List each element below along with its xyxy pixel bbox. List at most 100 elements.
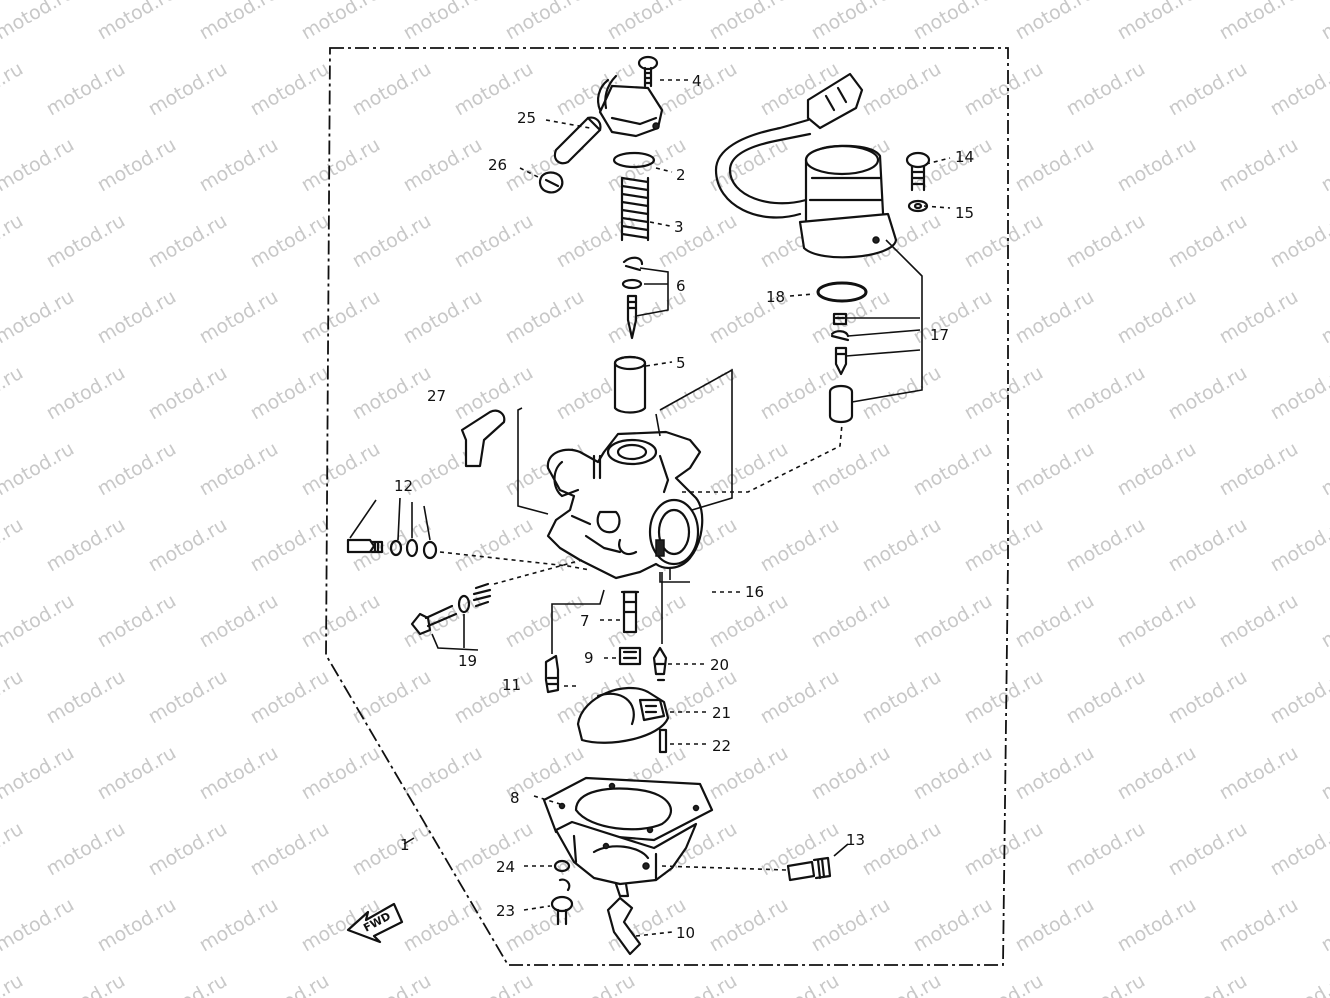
callout-2: 2 [676,166,686,184]
watermark-text: motod.ru [1165,362,1251,425]
watermark-text: motod.ru [1216,590,1302,653]
watermark-text: motod.ru [1063,210,1149,273]
watermark-text: motod.ru [1063,818,1149,881]
float-valve-20 [652,646,668,682]
callout-8: 8 [510,789,520,807]
watermark-text: motod.ru [43,818,129,881]
callout-20: 20 [710,656,729,674]
watermark-text: motod.ru [808,894,894,957]
watermark-text: motod.ru [1216,134,1302,197]
callout-24: 24 [496,858,515,876]
callout-12: 12 [394,477,413,495]
watermark-text: motod.ru [1267,970,1330,998]
watermark-text: motod.ru [247,58,333,121]
watermark-text: motod.ru [1114,894,1200,957]
watermark-text: motod.ru [655,362,741,425]
watermark-text: motod.ru [1267,818,1330,881]
watermark-text: motod.ru [1114,742,1200,805]
callout-21: 21 [712,704,731,722]
watermark-text: motod.ru [196,0,282,44]
watermark-text: motod.ru [196,438,282,501]
callout-5: 5 [676,354,686,372]
watermark-text: motod.ru [1012,742,1098,805]
watermark-text: motod.ru [145,514,231,577]
watermark-text: motod.ru [0,742,78,805]
watermark-text: motod.ru [1216,286,1302,349]
drain-screw-13 [786,856,832,882]
callout-1: 1 [400,836,410,854]
watermark-text: motod.ru [604,286,690,349]
watermark-text: motod.ru [0,286,78,349]
float-pin-22 [658,728,668,754]
watermark-text: motod.ru [808,0,894,44]
watermark-text: motod.ru [910,590,996,653]
float-chamber [554,820,698,898]
watermark-text: motod.ru [298,742,384,805]
watermark-text: motod.ru [247,210,333,273]
watermark-text: motod.ru [1114,286,1200,349]
watermark-text: motod.ru [247,818,333,881]
watermark-text: motod.ru [298,590,384,653]
small-cap-26 [538,171,564,194]
callout-23: 23 [496,902,515,920]
watermark-text: motod.ru [94,894,180,957]
watermark-text: motod.ru [451,514,537,577]
watermark-text: motod.ru [349,210,435,273]
watermark-text: motod.ru [145,818,231,881]
leader-lines [349,79,951,937]
callout-3: 3 [674,218,684,236]
watermark-text: motod.ru [1063,666,1149,729]
watermark-text: motod.ru [859,58,945,121]
watermark-text: motod.ru [349,666,435,729]
watermark-text: motod.ru [1318,0,1330,44]
callout-22: 22 [712,737,731,755]
watermark-text: motod.ru [910,742,996,805]
watermark-text: motod.ru [961,362,1047,425]
watermark-text: motod.ru [1216,894,1302,957]
watermark-text: motod.ru [196,590,282,653]
watermark-text: motod.ru [1216,438,1302,501]
watermark-text: motod.ru [0,58,27,121]
watermark-text: motod.ru [859,514,945,577]
throttle-spring [620,176,650,242]
watermark-text: motod.ru [502,286,588,349]
callout-18: 18 [766,288,785,306]
watermark-text: motod.ru [247,362,333,425]
watermark-text: motod.ru [145,970,231,998]
pilot-jet-11 [544,654,560,694]
washer-24 [553,859,571,873]
watermark-text: motod.ru [0,362,27,425]
watermark-text: motod.ru [298,134,384,197]
watermark-text: motod.ru [1318,742,1330,805]
watermark-text: motod.ru [145,58,231,121]
watermark-text: motod.ru [604,0,690,44]
watermark-text: motod.ru [196,742,282,805]
watermark-text: motod.ru [349,818,435,881]
callout-9: 9 [584,649,594,667]
watermark-text: motod.ru [1165,514,1251,577]
watermark-text: motod.ru [0,970,27,998]
watermark-text: motod.ru [502,0,588,44]
watermark-text: motod.ru [1318,134,1330,197]
callout-26: 26 [488,156,507,174]
watermark-text: motod.ru [298,438,384,501]
watermark-text: motod.ru [247,666,333,729]
watermark-text: motod.ru [757,514,843,577]
watermark-text: motod.ru [349,58,435,121]
watermark-text: motod.ru [451,818,537,881]
watermark-text: motod.ru [298,0,384,44]
watermark-text: motod.ru [1012,590,1098,653]
starter-plunger-cap [553,116,602,165]
watermark-text: motod.ru [94,590,180,653]
drain-hose-10 [606,896,642,956]
watermark-text: motod.ru [1165,818,1251,881]
choke-wire-connector [714,72,864,219]
callout-6: 6 [676,277,686,295]
watermark-text: motod.ru [400,894,486,957]
watermark-text: motod.ru [43,514,129,577]
callout-19: 19 [458,652,477,670]
choke-plunger-set [828,312,854,424]
watermark-text: motod.ru [1165,210,1251,273]
watermark-text: motod.ru [1165,666,1251,729]
